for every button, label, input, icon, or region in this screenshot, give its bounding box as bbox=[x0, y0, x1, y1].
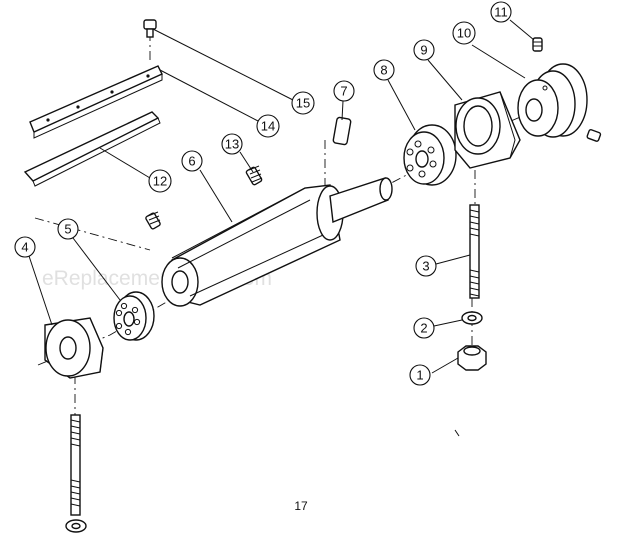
threaded-stud-right bbox=[469, 204, 480, 299]
hex-nut bbox=[457, 345, 487, 371]
gib bbox=[29, 65, 163, 139]
knife bbox=[23, 111, 161, 187]
bearing-right bbox=[403, 124, 457, 186]
callout-8-label: 8 bbox=[380, 63, 387, 78]
callout-11-label: 11 bbox=[494, 5, 508, 20]
callout-2: 2 bbox=[413, 317, 435, 339]
callout-7-label: 7 bbox=[340, 84, 347, 99]
lock-washer bbox=[461, 311, 483, 325]
callout-3: 3 bbox=[415, 255, 437, 277]
stray-mark bbox=[454, 429, 460, 437]
callout-5-label: 5 bbox=[64, 222, 71, 237]
callout-6-label: 6 bbox=[188, 154, 195, 169]
bearing-left bbox=[113, 291, 155, 341]
gib-screw-lower bbox=[145, 211, 161, 230]
callout-15-label: 15 bbox=[296, 96, 310, 111]
callout-7: 7 bbox=[333, 80, 355, 102]
callout-11: 11 bbox=[490, 1, 512, 23]
callout-3-label: 3 bbox=[422, 259, 429, 274]
callout-8: 8 bbox=[373, 59, 395, 81]
callout-4-label: 4 bbox=[21, 240, 28, 255]
callout-13-label: 13 bbox=[225, 137, 239, 152]
callout-12: 12 bbox=[148, 169, 172, 193]
gib-screw-upper bbox=[245, 165, 263, 186]
callout-13: 13 bbox=[221, 133, 243, 155]
callout-14-label: 14 bbox=[261, 119, 275, 134]
gib-bolt bbox=[143, 19, 157, 38]
callout-1-label: 1 bbox=[416, 368, 423, 383]
callout-10: 10 bbox=[452, 21, 476, 45]
callout-15: 15 bbox=[291, 91, 315, 115]
callout-9-label: 9 bbox=[420, 43, 427, 58]
callout-5: 5 bbox=[57, 218, 79, 240]
callout-1: 1 bbox=[409, 364, 431, 386]
pulley bbox=[517, 63, 588, 138]
callout-2-label: 2 bbox=[420, 321, 427, 336]
callout-14: 14 bbox=[256, 114, 280, 138]
lock-washer-left bbox=[65, 519, 87, 533]
callout-4: 4 bbox=[14, 236, 36, 258]
leader-lines bbox=[28, 19, 535, 374]
knife-centerline bbox=[34, 217, 151, 251]
callout-6: 6 bbox=[181, 150, 203, 172]
callout-10-label: 10 bbox=[457, 26, 471, 41]
set-screw bbox=[532, 37, 602, 142]
page-number: 17 bbox=[294, 499, 308, 513]
bearing-housing-left bbox=[44, 317, 104, 379]
threaded-stud-left bbox=[70, 414, 81, 516]
cutterhead bbox=[161, 177, 393, 307]
callout-12-label: 12 bbox=[153, 174, 167, 189]
bearing-housing-right bbox=[454, 91, 521, 169]
key bbox=[332, 116, 352, 146]
callout-9: 9 bbox=[413, 39, 435, 61]
